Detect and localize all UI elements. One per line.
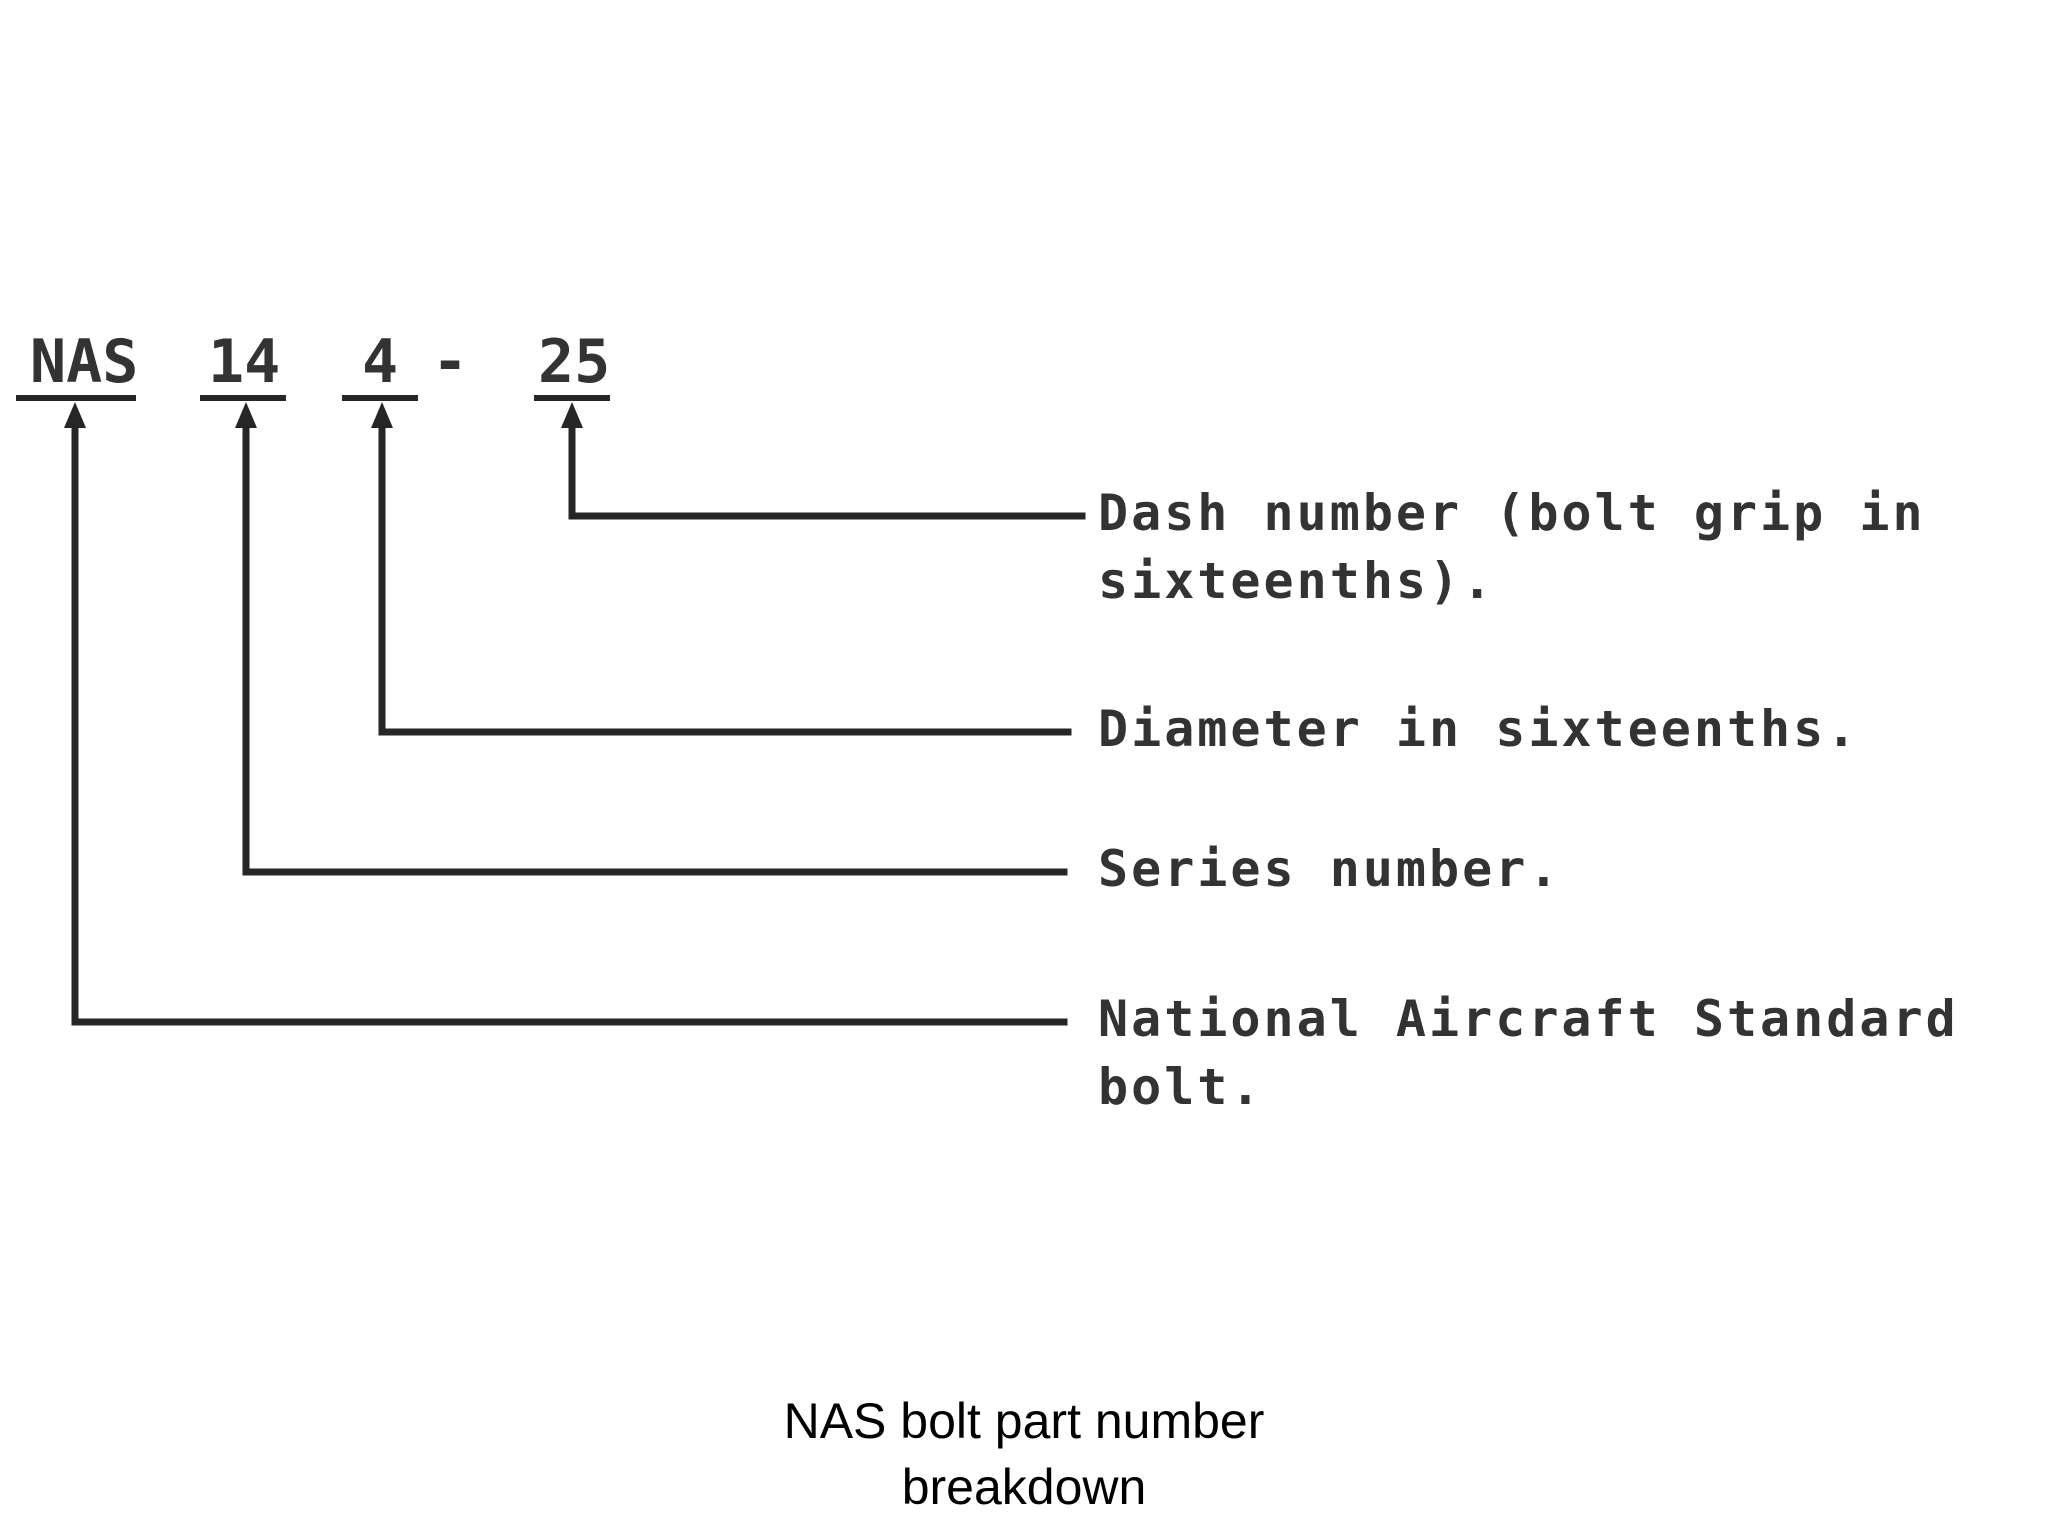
segment-nas: NAS: [30, 327, 138, 397]
leader-series: [242, 422, 1068, 876]
desc-standard-line2: bolt.: [1098, 1058, 1264, 1116]
leader-standard: [71, 422, 1068, 1026]
arrow-dash-number: [561, 402, 583, 428]
desc-dash-number-line2: sixteenths).: [1098, 552, 1495, 610]
figure-caption: NAS bolt part number breakdown: [624, 1388, 1424, 1520]
arrow-nas: [64, 402, 86, 428]
segment-dash-number: 25: [538, 327, 610, 397]
leader-diameter: [378, 422, 1072, 736]
desc-dash-number-line1: Dash number (bolt grip in: [1098, 484, 1926, 542]
desc-standard-line1: National Aircraft Standard: [1098, 990, 1959, 1048]
segment-diameter: 4: [362, 327, 398, 397]
caption-line1: NAS bolt part number: [783, 1393, 1265, 1449]
desc-diameter: Diameter in sixteenths.: [1098, 700, 1859, 758]
arrow-series: [235, 402, 257, 428]
caption-line2: breakdown: [901, 1459, 1147, 1515]
desc-series: Series number.: [1098, 840, 1561, 898]
leader-dash-number: [568, 422, 1086, 520]
arrow-diameter: [371, 402, 393, 428]
segment-hyphen: -: [432, 327, 468, 397]
segment-series: 14: [208, 327, 280, 397]
